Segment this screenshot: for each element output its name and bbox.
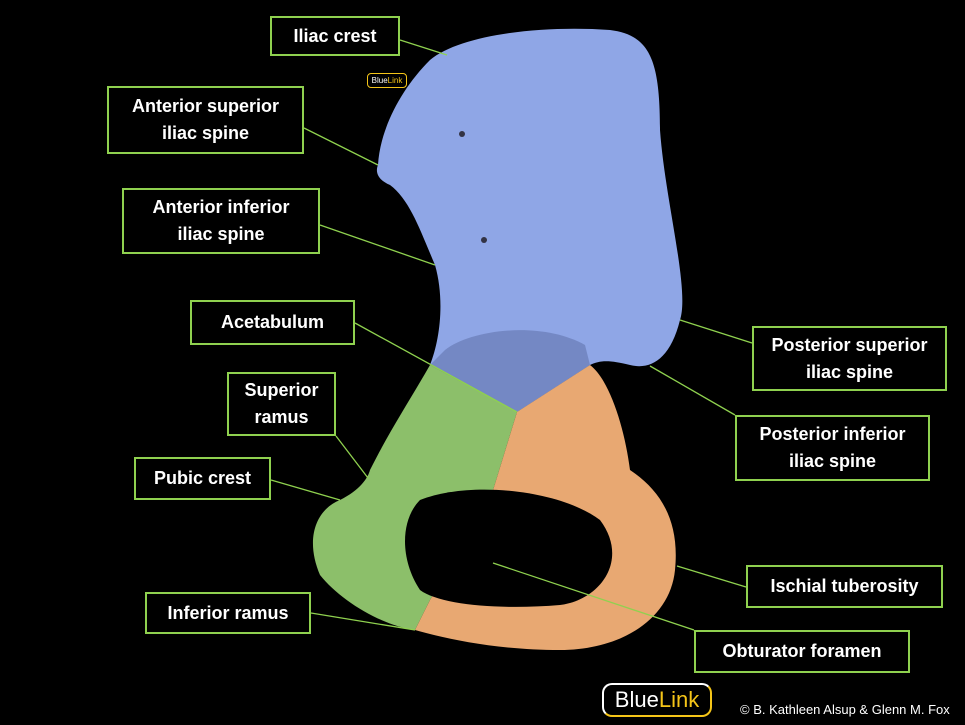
leader-iliac-crest xyxy=(399,39,448,56)
ilium-region xyxy=(376,28,683,412)
nutrient-foramen xyxy=(459,131,465,137)
copyright-text: © B. Kathleen Alsup & Glenn M. Fox xyxy=(740,702,950,717)
logo-text-blue: Blue xyxy=(371,76,388,85)
label-posterior-inferior-iliac-spine: Posterior inferior iliac spine xyxy=(735,415,930,481)
logo-text-link: Link xyxy=(387,76,403,85)
label-posterior-superior-iliac-spine: Posterior superior iliac spine xyxy=(752,326,947,391)
leader-superior-ramus xyxy=(335,435,369,479)
label-inferior-ramus: Inferior ramus xyxy=(145,592,311,634)
label-anterior-superior-iliac-spine: Anterior superior iliac spine xyxy=(107,86,304,154)
leader-asis xyxy=(303,127,379,166)
logo-text-link: Link xyxy=(658,687,700,712)
label-ischial-tuberosity: Ischial tuberosity xyxy=(746,565,943,608)
leader-lines xyxy=(270,39,753,631)
label-acetabulum: Acetabulum xyxy=(190,300,355,345)
logo-text-blue: Blue xyxy=(614,687,659,712)
label-pubic-crest: Pubic crest xyxy=(134,457,271,500)
leader-aiis xyxy=(319,224,436,266)
leader-pubic-crest xyxy=(270,479,341,501)
leader-piis xyxy=(649,365,736,416)
acetabulum-fossa xyxy=(430,330,590,412)
label-anterior-inferior-iliac-spine: Anterior inferior iliac spine xyxy=(122,188,320,254)
pubis-region xyxy=(312,365,517,630)
label-obturator-foramen: Obturator foramen xyxy=(694,630,910,673)
label-superior-ramus: Superior ramus xyxy=(227,372,336,436)
nutrient-foramen xyxy=(481,237,487,243)
leader-ischial-tuberosity xyxy=(676,565,747,588)
leader-obturator-foramen xyxy=(492,562,695,631)
leader-acetabulum xyxy=(354,322,518,413)
leader-psis xyxy=(679,319,753,344)
label-iliac-crest: Iliac crest xyxy=(270,16,400,56)
leader-inferior-ramus xyxy=(310,612,416,631)
obturator-foramen-hole xyxy=(405,489,613,607)
